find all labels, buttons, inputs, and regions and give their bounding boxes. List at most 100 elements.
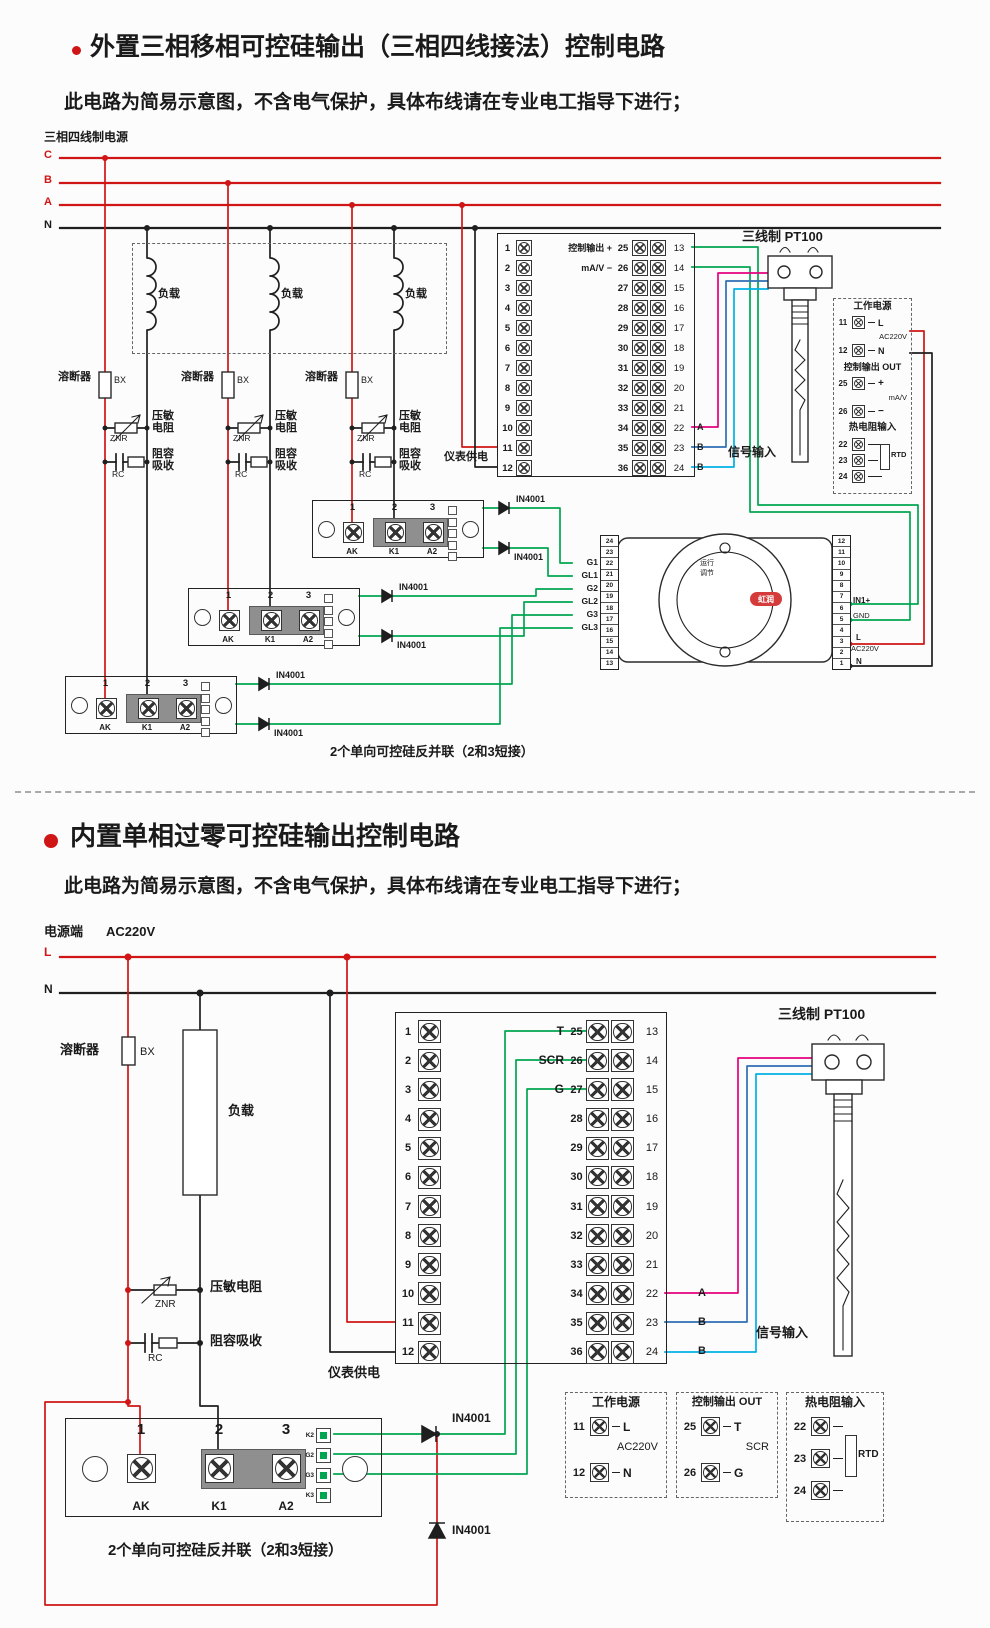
wire-tag: N	[878, 345, 885, 356]
work-power-title: 工作电源	[853, 301, 892, 312]
terminal-number: 36	[570, 1346, 583, 1359]
screw-terminal-icon	[852, 470, 865, 483]
terminal-number: 30	[617, 342, 629, 354]
module-pin-label: A2	[179, 723, 191, 732]
terminal-row: 36	[616, 458, 666, 478]
terminal-number: 30	[570, 1171, 583, 1184]
strip-terminal-number: 22	[601, 558, 618, 570]
screw-terminal-icon	[632, 340, 648, 356]
screw-terminal-icon	[586, 1078, 609, 1102]
mounting-hole-icon	[342, 1456, 368, 1482]
brand-logo: 虹润	[750, 592, 782, 606]
screw-terminal-icon	[611, 1107, 634, 1131]
screw-terminal-icon	[516, 440, 532, 456]
terminal-number: 24	[645, 1346, 659, 1359]
ctrl-row-26: 26−	[837, 405, 884, 418]
line-n-label: N	[44, 982, 53, 996]
gate-screw-icon	[316, 1467, 331, 1483]
wire-tag: L	[623, 1419, 631, 1434]
section2-subtitle: 此电路为简易示意图，不含电气保护，具体布线请在专业电工指导下进行；	[64, 876, 692, 897]
screw-terminal-icon	[632, 360, 648, 376]
terminal-number: 25	[617, 242, 629, 254]
screw-terminal-icon	[650, 280, 666, 296]
screw-terminal-icon	[590, 1417, 609, 1436]
screw-terminal-icon	[586, 1107, 609, 1131]
screw-terminal-icon	[650, 360, 666, 376]
screw-terminal-icon	[418, 1165, 441, 1189]
wire-tag: L	[878, 317, 884, 328]
terminal-row: 14	[670, 258, 688, 278]
terminal-row: 9	[400, 1250, 441, 1279]
signal-input-label-2: 信号输入	[756, 1325, 809, 1340]
terminal-number: 26	[838, 407, 848, 416]
strip-terminal-number: 11	[833, 547, 850, 559]
ac220v-label: AC220V	[617, 1441, 658, 1453]
terminal-number: 28	[570, 1113, 583, 1126]
terminal-number: 23	[673, 442, 685, 454]
module-terminal-number: 3	[281, 1421, 291, 1438]
diode-label: IN4001	[397, 640, 427, 650]
module-pin-label: K1	[388, 547, 400, 556]
terminal-number: 23	[793, 1452, 807, 1465]
terminal-row: 23	[670, 438, 688, 458]
screw-terminal-icon	[632, 300, 648, 316]
terminal-number: 7	[504, 362, 511, 374]
strip-terminal-number: 20	[601, 581, 618, 592]
terminal-number: 36	[617, 462, 629, 474]
terminal-row: 5	[400, 1134, 441, 1163]
s1-phase-lines	[58, 156, 942, 230]
terminal-number: 29	[570, 1142, 583, 1155]
n-label: N	[856, 657, 862, 666]
signal-wire-tag: B	[698, 1345, 706, 1358]
terminal-row: 35	[569, 1309, 634, 1338]
screw-terminal-icon	[516, 260, 532, 276]
screw-terminal-icon	[632, 320, 648, 336]
screw-terminal-icon	[611, 1311, 634, 1335]
terminal-row: 14	[642, 1046, 662, 1075]
terminal-row: 25	[569, 1017, 634, 1046]
module-terminal-number: 1	[102, 678, 109, 689]
terminal-row: 5	[501, 318, 532, 338]
mav-text: mA/V	[581, 263, 605, 273]
phase-n-label: N	[44, 219, 52, 231]
terminal-row: 16	[642, 1104, 662, 1133]
meter-supply-label-1: 仪表供电	[444, 451, 488, 463]
terminal-row: 22	[642, 1279, 662, 1308]
strip-terminal-number: 8	[833, 581, 850, 592]
gate-terminal: K3	[300, 1485, 331, 1505]
screw-terminal-icon	[650, 440, 666, 456]
wire-stub	[723, 1426, 731, 1427]
terminal-row: 32	[616, 378, 666, 398]
terminal-number: 25	[683, 1420, 697, 1433]
gate-wire-tag: GL2	[581, 596, 598, 606]
terminal-row: 9	[501, 398, 532, 418]
strip-terminal-number: 14	[601, 648, 618, 659]
screw-terminal-icon	[650, 460, 666, 476]
terminal-row: 1	[400, 1017, 441, 1046]
module-pin-label: A2	[302, 635, 314, 644]
screw-terminal-icon	[516, 420, 532, 436]
s2-varistor-rc-network	[127, 1276, 201, 1353]
rc-label: 阻容吸收	[210, 1333, 263, 1348]
rtd-row-23: 23	[837, 454, 878, 467]
screw-terminal-icon	[632, 460, 648, 476]
meter-supply-label-2: 仪表供电	[328, 1365, 381, 1380]
terminal-row: 6	[400, 1163, 441, 1192]
screw-terminal-icon	[423, 522, 444, 543]
screw-terminal-icon	[418, 1020, 441, 1044]
s2-pt100-sensor	[664, 1034, 885, 1357]
terminal-row: 12	[400, 1338, 441, 1367]
section-divider	[15, 791, 975, 793]
terminal-number: 19	[673, 362, 685, 374]
strip-terminal-number: 5	[833, 614, 850, 626]
terminal-number: 33	[570, 1258, 583, 1271]
znr-code: ZNR	[155, 1299, 176, 1310]
screw-terminal-icon	[516, 460, 532, 476]
screw-terminal-icon	[516, 400, 532, 416]
